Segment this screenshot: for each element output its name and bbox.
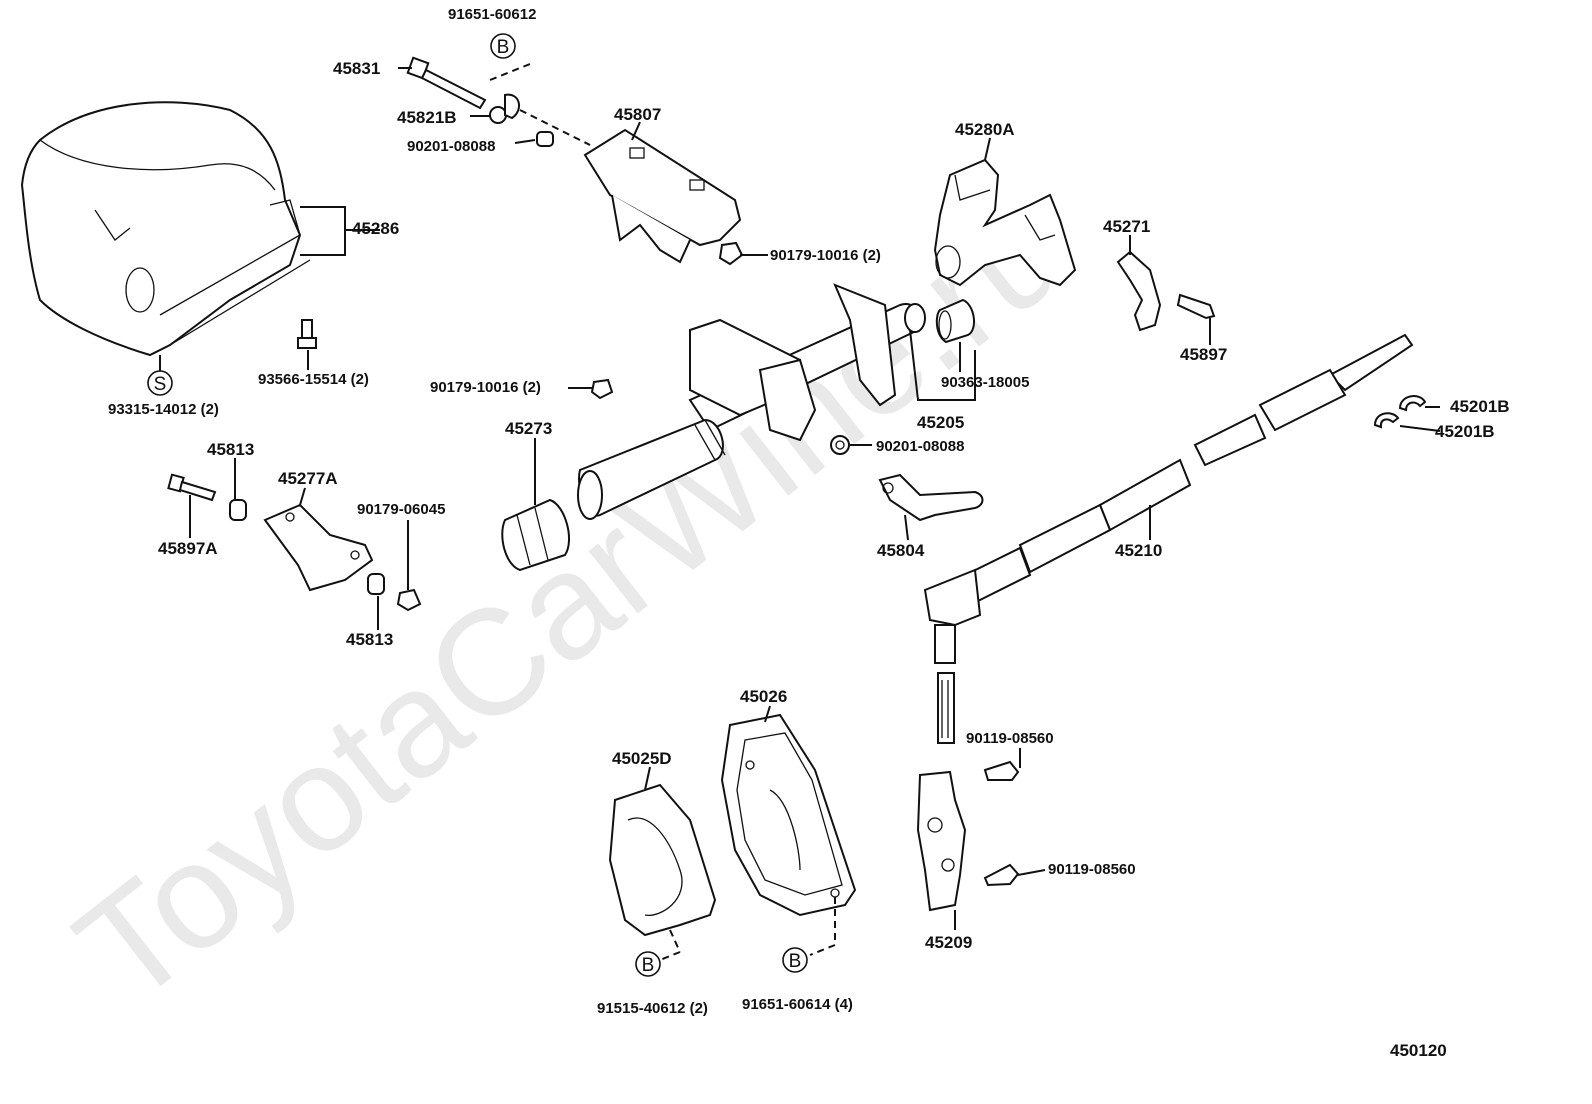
collar-45813-bottom [367, 573, 385, 595]
column-lower-tube [577, 418, 726, 520]
clip-45201b-a [1398, 395, 1427, 412]
plate-45026 [720, 713, 857, 917]
collar-45813-top [229, 499, 247, 521]
bolt-45831 [406, 56, 487, 110]
bracket-45804 [878, 473, 984, 522]
boot-45025d [608, 783, 717, 937]
column-cover-45286 [20, 101, 311, 357]
label-45813-bottom: 45813 [346, 630, 393, 649]
marker-b-bottom-left: B [635, 951, 661, 977]
bracket-45807 [583, 128, 742, 264]
label-90119-08560-b: 90119-08560 [1048, 861, 1136, 878]
label-45209: 45209 [925, 933, 972, 952]
label-90179-06045: 90179-06045 [357, 501, 445, 518]
label-45821b: 45821B [397, 108, 457, 127]
column-tube-45205 [688, 283, 926, 442]
shaft-45210 [923, 333, 1414, 744]
label-91651-60612: 91651-60612 [448, 6, 536, 23]
part-labels: 91651-60612 45831 45821B 90201-08088 458… [108, 6, 1510, 1060]
label-91515-40612: 91515-40612 (2) [597, 1000, 708, 1017]
collar-45821b [489, 93, 521, 124]
label-45201b-a: 45201B [1450, 397, 1510, 416]
clip-45271 [1116, 250, 1162, 332]
marker-b-bottom-right: B [782, 947, 808, 973]
diagram-code: 450120 [1390, 1041, 1447, 1060]
label-45271: 45271 [1103, 217, 1150, 236]
label-45280a: 45280A [955, 120, 1015, 139]
nut-90179-06045 [396, 588, 422, 612]
label-45025d: 45025D [612, 749, 672, 768]
label-93315-14012: 93315-14012 (2) [108, 401, 219, 418]
label-45201b-b: 45201B [1435, 422, 1495, 441]
bolt-45897a [167, 473, 217, 502]
label-45831: 45831 [333, 59, 380, 78]
label-45804: 45804 [877, 541, 925, 560]
label-45026: 45026 [740, 687, 787, 706]
label-90201-08088-mid: 90201-08088 [876, 438, 964, 455]
bolt-90119-08560-b [983, 863, 1020, 887]
screw-93566-15514 [297, 319, 317, 349]
marker-s-left: S [147, 370, 173, 396]
label-45277a: 45277A [278, 469, 338, 488]
label-45813-top: 45813 [207, 440, 254, 459]
label-90179-10016-mid: 90179-10016 (2) [430, 379, 541, 396]
label-45273: 45273 [505, 419, 552, 438]
clip-45201b-b [1373, 412, 1400, 429]
bushing-90363-18005 [935, 298, 975, 344]
svg-text:B: B [497, 37, 510, 58]
nut-90201-08088-top [536, 131, 554, 147]
label-93566-15514: 93566-15514 (2) [258, 371, 369, 388]
ujoint-45209 [916, 770, 967, 912]
label-45210: 45210 [1115, 541, 1162, 560]
label-90119-08560-a: 90119-08560 [966, 730, 1054, 747]
nut-90201-08088-mid [830, 435, 850, 455]
label-90201-08088-top: 90201-08088 [407, 138, 495, 155]
leader-lines [159, 67, 1441, 961]
bracket-45277a [263, 503, 374, 592]
housing-45280a [933, 158, 1077, 287]
sleeve-45273 [501, 498, 570, 572]
svg-text:B: B [789, 951, 802, 972]
label-45807: 45807 [614, 105, 661, 124]
label-45897: 45897 [1180, 345, 1227, 364]
marker-b-top: B [490, 33, 516, 59]
svg-text:S: S [154, 374, 167, 395]
label-45897a: 45897A [158, 539, 218, 558]
nut-90179-10016-top [718, 241, 744, 266]
label-45286: 45286 [352, 219, 399, 238]
label-90363-18005: 90363-18005 [941, 374, 1029, 391]
svg-text:B: B [642, 955, 655, 976]
label-91651-60614: 91651-60614 (4) [742, 996, 853, 1013]
label-45205: 45205 [917, 413, 964, 432]
screw-45897 [1176, 293, 1216, 320]
nut-90179-10016-mid [590, 378, 614, 400]
label-90179-10016-top: 90179-10016 (2) [770, 247, 881, 264]
bolt-90119-08560-a [983, 760, 1020, 781]
